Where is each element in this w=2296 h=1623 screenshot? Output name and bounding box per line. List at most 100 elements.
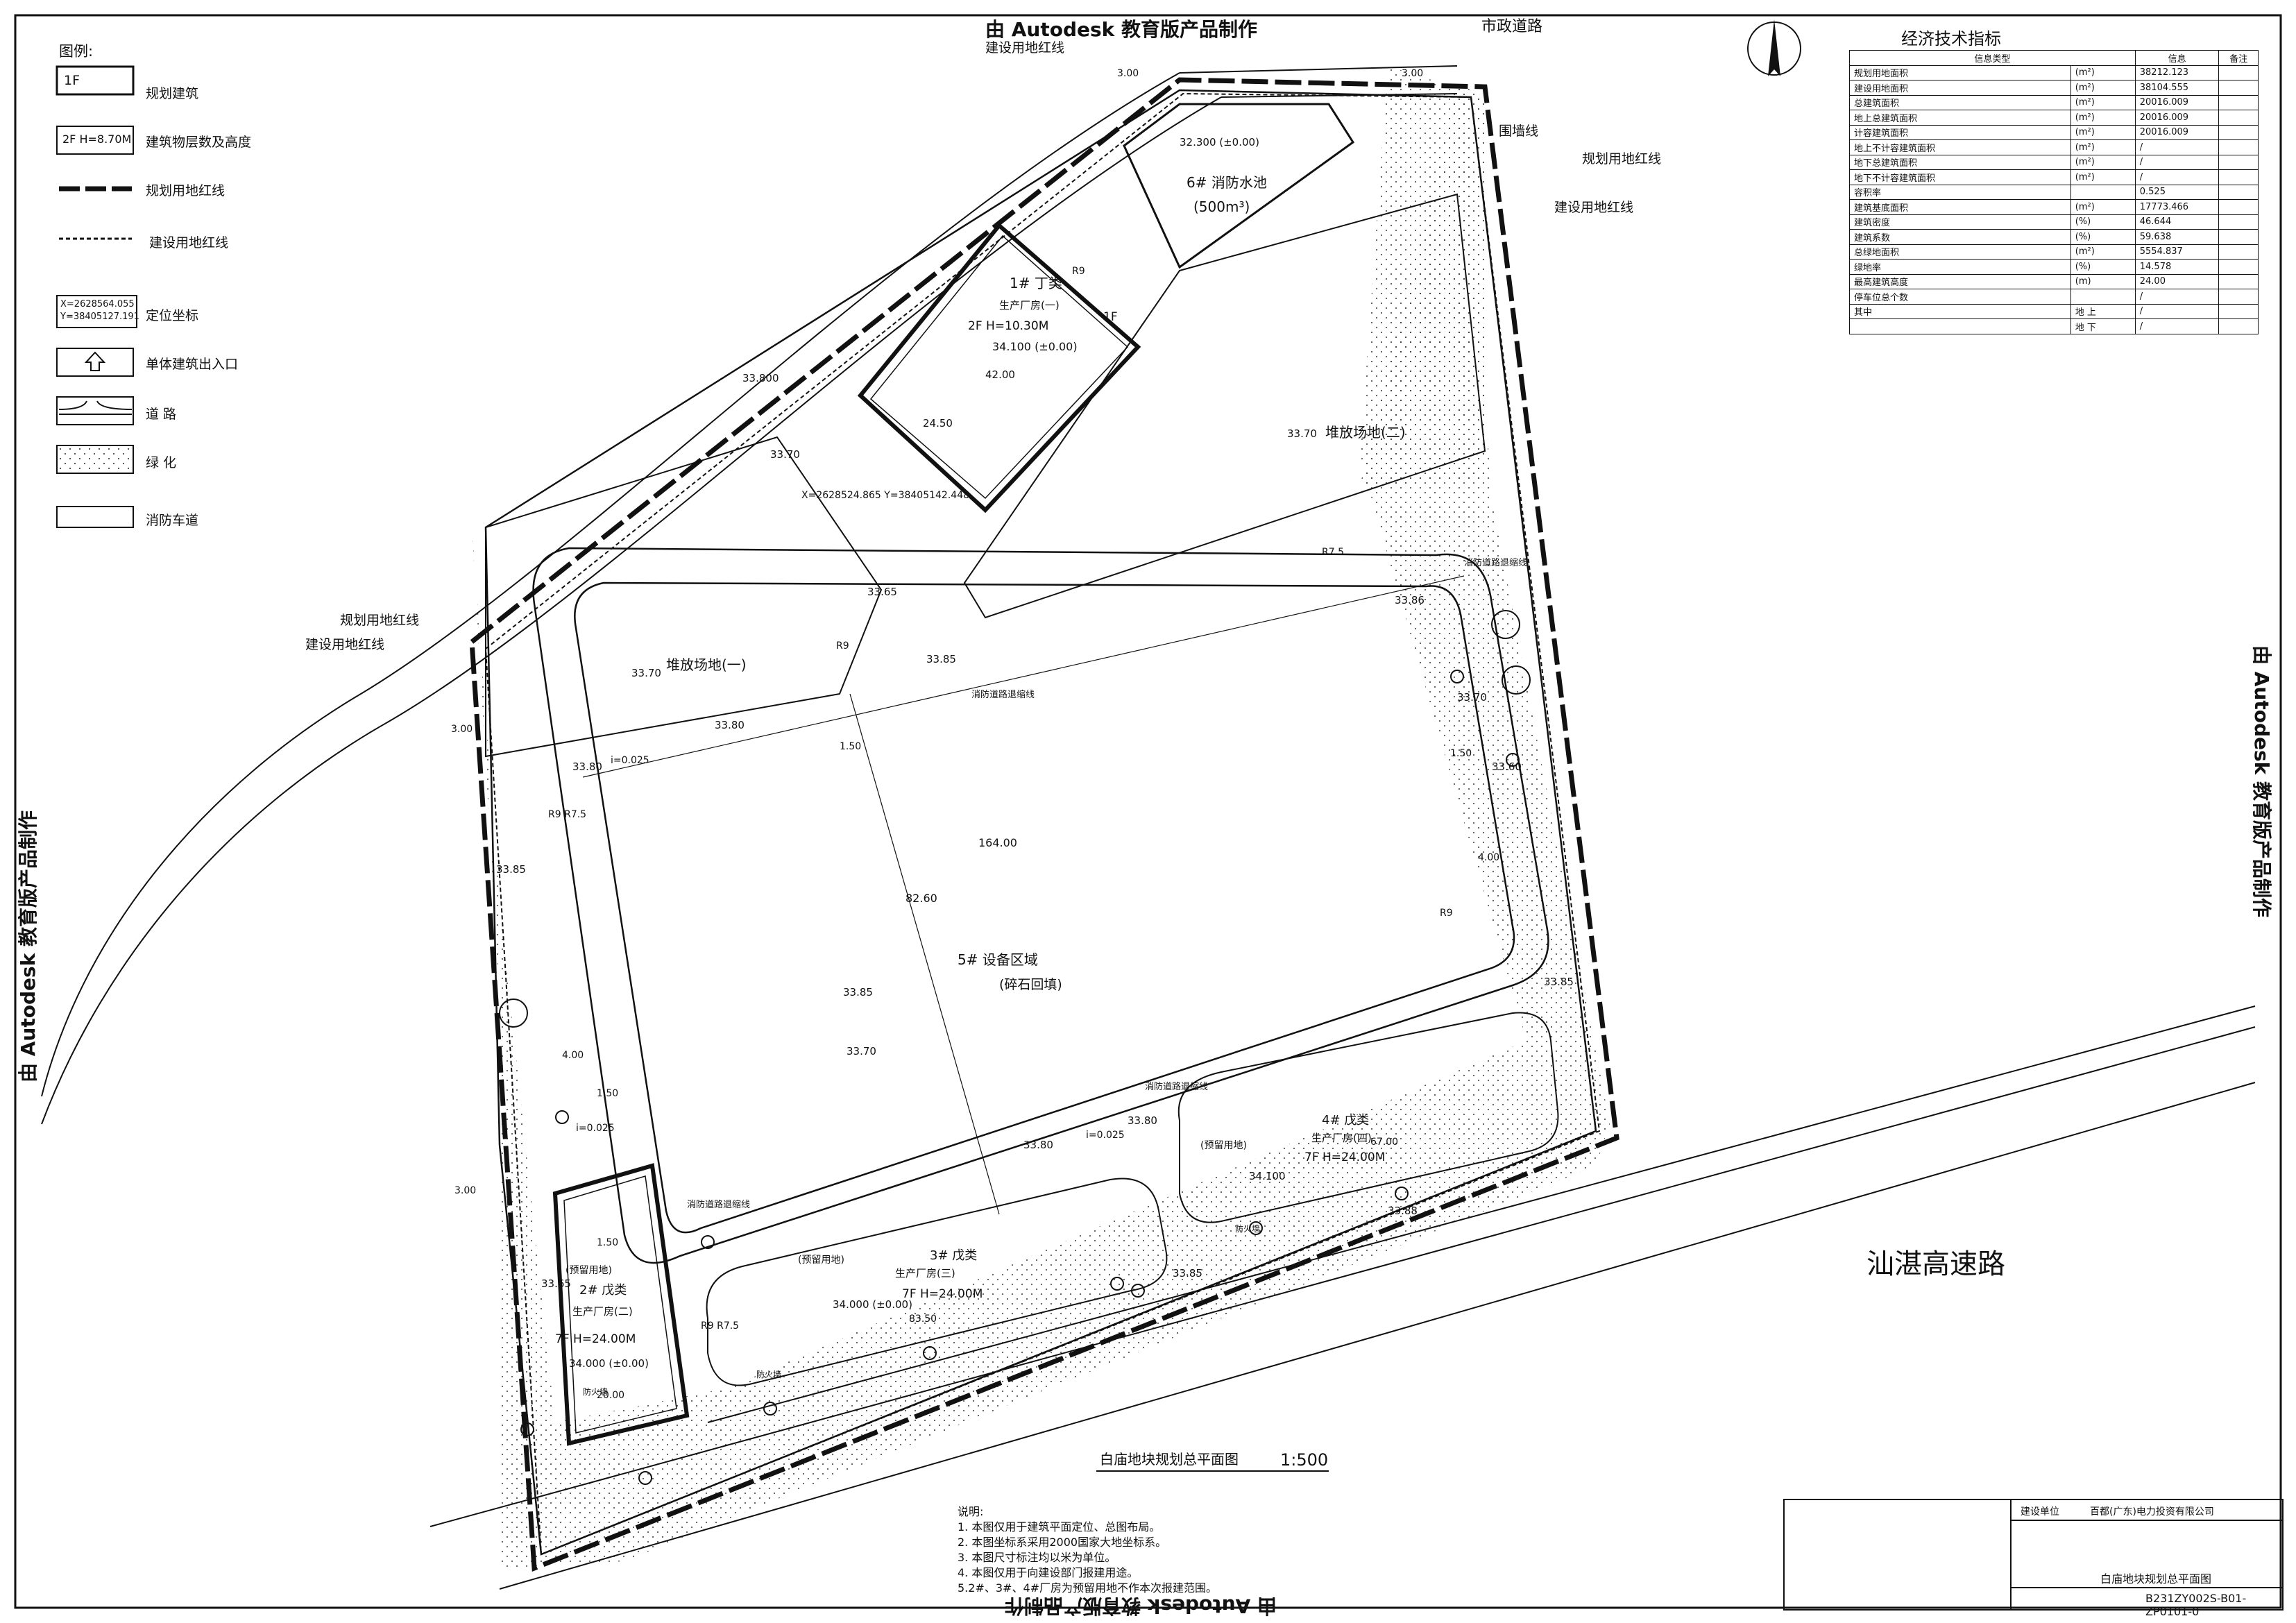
svg-text:(碎石回填): (碎石回填) bbox=[999, 977, 1062, 992]
svg-text:1.50: 1.50 bbox=[597, 1237, 618, 1248]
svg-text:R9: R9 bbox=[836, 640, 849, 652]
econ-unit: (m²) bbox=[2070, 244, 2136, 260]
econ-row: 绿地率(%)14.578 bbox=[1849, 259, 2259, 275]
svg-text:3.00: 3.00 bbox=[1402, 68, 1423, 79]
building-4: 4# 戊类 生产厂房(四) 7F H=24.00M 34.100 (预留用地) … bbox=[1177, 1012, 1559, 1223]
econ-sub-item: 地 下 bbox=[2070, 318, 2136, 334]
econ-remark bbox=[2218, 184, 2259, 200]
econ-row: 计容建筑面积(m²)20016.009 bbox=[1849, 124, 2259, 140]
svg-text:3# 戊类: 3# 戊类 bbox=[930, 1248, 977, 1263]
drawing-frame bbox=[14, 14, 2282, 1609]
svg-text:X=2628524.865 Y=38405142.448: X=2628524.865 Y=38405142.448 bbox=[801, 490, 969, 501]
econ-item: 建筑系数 bbox=[1849, 229, 2071, 245]
svg-text:2# 戊类: 2# 戊类 bbox=[579, 1283, 627, 1298]
econ-sub-group: 其中 bbox=[1849, 303, 2071, 319]
svg-text:R9: R9 bbox=[1440, 908, 1453, 919]
svg-text:33.85: 33.85 bbox=[496, 863, 526, 876]
planning-red-line bbox=[469, 77, 1619, 1572]
econ-item: 地上总建筑面积 bbox=[1849, 110, 2071, 126]
econ-unit: (%) bbox=[2070, 214, 2136, 230]
econ-value: 24.00 bbox=[2134, 273, 2220, 289]
econ-value: 14.578 bbox=[2134, 259, 2220, 275]
svg-text:(500m³): (500m³) bbox=[1193, 198, 1250, 215]
econ-value: 46.644 bbox=[2134, 214, 2220, 230]
legend-label-greenery: 绿 化 bbox=[146, 455, 177, 470]
svg-text:1F: 1F bbox=[1103, 310, 1118, 324]
legend-sym-height: 2F H=8.70M bbox=[62, 133, 132, 146]
econ-row: 总绿地面积(m²)5554.837 bbox=[1849, 244, 2259, 260]
econ-remark bbox=[2218, 289, 2259, 305]
econ-sub-item: 地 上 bbox=[2070, 303, 2136, 319]
svg-text:20.00: 20.00 bbox=[597, 1390, 624, 1401]
econ-value: / bbox=[2134, 154, 2220, 170]
econ-value: / bbox=[2134, 169, 2220, 185]
econ-value: 38212.123 bbox=[2134, 65, 2220, 80]
econ-remark bbox=[2218, 65, 2259, 80]
econ-item: 总建筑面积 bbox=[1849, 94, 2071, 110]
econ-row: 规划用地面积(m²)38212.123 bbox=[1849, 65, 2259, 80]
svg-text:33.88: 33.88 bbox=[1388, 1205, 1418, 1217]
econ-unit: (%) bbox=[2070, 229, 2136, 245]
econ-value: 17773.466 bbox=[2134, 199, 2220, 215]
econ-item: 停车位总个数 bbox=[1849, 289, 2071, 305]
svg-text:33.65: 33.65 bbox=[541, 1277, 571, 1290]
svg-text:1.50: 1.50 bbox=[840, 741, 861, 752]
svg-text:i=0.025: i=0.025 bbox=[1086, 1130, 1125, 1141]
svg-text:R9 R7.5: R9 R7.5 bbox=[548, 809, 586, 820]
svg-text:由 Autodesk 教育版产品制作: 由 Autodesk 教育版产品制作 bbox=[17, 810, 40, 1082]
svg-text:(预留用地): (预留用地) bbox=[1200, 1140, 1247, 1151]
legend-label-entrance: 单体建筑出入口 bbox=[146, 357, 239, 372]
econ-remark bbox=[2218, 214, 2259, 230]
econ-value: 59.638 bbox=[2134, 229, 2220, 245]
svg-text:由 Autodesk 教育版产品制作: 由 Autodesk 教育版产品制作 bbox=[1005, 1595, 1277, 1617]
client-name: 百都(广东)电力投资有限公司 bbox=[2090, 1506, 2214, 1518]
svg-text:33.80: 33.80 bbox=[572, 760, 602, 773]
econ-unit: (m²) bbox=[2070, 110, 2136, 126]
svg-text:R9 R7.5: R9 R7.5 bbox=[701, 1320, 739, 1332]
notes-title: 说明: bbox=[958, 1505, 984, 1518]
svg-text:R7.5: R7.5 bbox=[1322, 547, 1344, 558]
svg-text:4.00: 4.00 bbox=[562, 1050, 584, 1061]
svg-text:建设用地红线: 建设用地红线 bbox=[985, 40, 1064, 56]
svg-text:33.70: 33.70 bbox=[770, 448, 800, 461]
econ-unit: (m²) bbox=[2070, 80, 2136, 96]
svg-text:33.800: 33.800 bbox=[742, 372, 779, 384]
econ-table-title: 经济技术指标 bbox=[1901, 29, 2001, 49]
svg-text:3.00: 3.00 bbox=[451, 724, 473, 735]
svg-text:防火墙: 防火墙 bbox=[756, 1369, 781, 1379]
econ-unit bbox=[2070, 184, 2136, 200]
econ-row: 地上总建筑面积(m²)20016.009 bbox=[1849, 110, 2259, 126]
legend-label-floors-height: 建筑物层数及高度 bbox=[146, 135, 252, 150]
building-6-water-pool: 32.300 (±0.00) 6# 消防水池 (500m³) bbox=[1123, 103, 1355, 269]
svg-text:34.000 (±0.00): 34.000 (±0.00) bbox=[833, 1298, 912, 1311]
drawing-number: B231ZY002S-B01-ZP0101-0 bbox=[2145, 1592, 2247, 1618]
econ-item: 建设用地面积 bbox=[1849, 80, 2071, 96]
legend-label-fire-lane: 消防车道 bbox=[146, 513, 199, 528]
green-belt bbox=[472, 66, 1610, 1568]
svg-text:67.00: 67.00 bbox=[1370, 1137, 1398, 1148]
sheet-title: 白庙地块规划总平面图 bbox=[2100, 1572, 2212, 1586]
econ-remark bbox=[2218, 154, 2259, 170]
svg-text:(预留用地): (预留用地) bbox=[798, 1255, 844, 1266]
svg-text:33.80: 33.80 bbox=[1128, 1114, 1157, 1127]
econ-unit: (m²) bbox=[2070, 154, 2136, 170]
svg-text:3.00: 3.00 bbox=[454, 1185, 476, 1196]
legend-sym-1f: 1F bbox=[64, 73, 80, 88]
econ-remark bbox=[2218, 169, 2259, 185]
econ-row: 建筑基底面积(m²)17773.466 bbox=[1849, 199, 2259, 215]
svg-text:i=0.025: i=0.025 bbox=[576, 1123, 615, 1134]
svg-text:生产厂房(二): 生产厂房(二) bbox=[572, 1305, 633, 1318]
econ-item: 容积率 bbox=[1849, 184, 2071, 200]
econ-header-remark: 备注 bbox=[2218, 50, 2259, 66]
econ-item: 计容建筑面积 bbox=[1849, 124, 2071, 140]
econ-value: 38104.555 bbox=[2134, 80, 2220, 96]
svg-text:防火墙: 防火墙 bbox=[1235, 1223, 1260, 1234]
svg-text:33.70: 33.70 bbox=[1287, 427, 1317, 440]
econ-sub-value: / bbox=[2134, 303, 2220, 319]
econ-row: 建筑系数(%)59.638 bbox=[1849, 229, 2259, 245]
econ-item: 地下不计容建筑面积 bbox=[1849, 169, 2071, 185]
svg-text:建设用地红线: 建设用地红线 bbox=[1554, 200, 1633, 215]
